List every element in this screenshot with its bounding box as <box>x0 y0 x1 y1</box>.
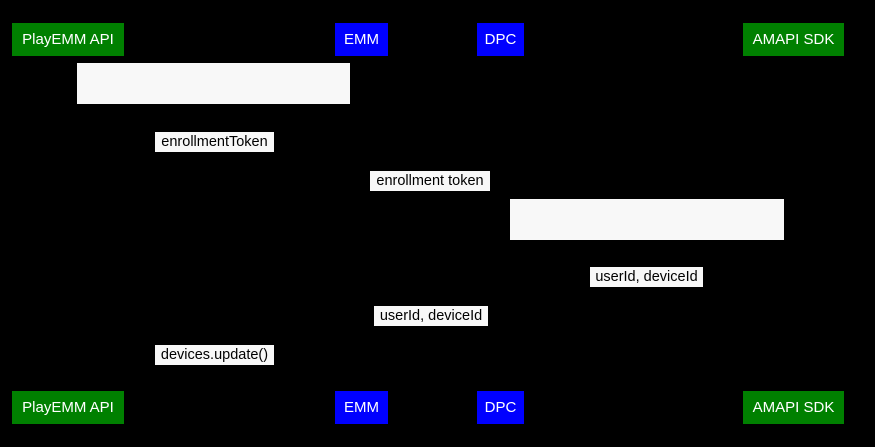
lifeline-amapi <box>793 57 794 390</box>
participant-dpc-top[interactable]: DPC <box>476 22 525 57</box>
participant-label: PlayEMM API <box>22 399 114 416</box>
participant-label: DPC <box>484 399 517 416</box>
message-arrow-1 <box>67 104 361 105</box>
participant-label: AMAPI SDK <box>752 399 835 416</box>
message-arrowhead-4 <box>785 236 793 244</box>
lifeline-playemm <box>67 57 68 390</box>
participant-label: DPC <box>484 31 517 48</box>
message-label-3: enrollment token <box>370 171 490 191</box>
message-label-4-line1: accountSetupClient <box>584 241 710 257</box>
message-label-1-line1: enrollmentTokens.create( <box>132 105 295 121</box>
message-arrow-5 <box>500 287 793 288</box>
message-arrow-7 <box>67 365 361 366</box>
message-arrowhead-7 <box>67 361 75 369</box>
message-label-1: enrollmentTokens.create( enrollmentToken… <box>77 63 350 181</box>
message-label-4-line2: .startAccountSetup(entrollment token) <box>525 301 769 317</box>
participant-label: EMM <box>344 31 379 48</box>
participant-label: AMAPI SDK <box>752 31 835 48</box>
lifeline-dpc <box>500 57 501 390</box>
message-label-5: userId, deviceId <box>590 267 703 287</box>
message-label-7: devices.update() <box>155 345 274 365</box>
participant-playemm-api-top[interactable]: PlayEMM API <box>11 22 125 57</box>
message-arrow-6 <box>361 326 500 327</box>
message-label-1-line2: enrollmentTokenType=userlessDevice) <box>88 165 339 181</box>
participant-amapi-sdk-bottom[interactable]: AMAPI SDK <box>742 390 845 425</box>
message-arrowhead-1 <box>67 100 75 108</box>
message-label-2: enrollmentToken <box>155 132 274 152</box>
participant-amapi-sdk-top[interactable]: AMAPI SDK <box>742 22 845 57</box>
message-arrowhead-6 <box>361 322 369 330</box>
message-label-6: userId, deviceId <box>374 306 488 326</box>
message-arrow-4 <box>500 240 793 241</box>
message-arrowhead-5 <box>500 283 508 291</box>
participant-label: EMM <box>344 399 379 416</box>
message-arrowhead-3 <box>492 187 500 195</box>
lifeline-emm <box>361 57 362 390</box>
message-arrow-3 <box>361 191 500 192</box>
message-arrowhead-2 <box>353 148 361 156</box>
message-arrow-2 <box>67 152 361 153</box>
participant-emm-bottom[interactable]: EMM <box>334 390 389 425</box>
message-label-4: accountSetupClient .startAccountSetup(en… <box>510 199 784 317</box>
participant-emm-top[interactable]: EMM <box>334 22 389 57</box>
participant-playemm-api-bottom[interactable]: PlayEMM API <box>11 390 125 425</box>
participant-dpc-bottom[interactable]: DPC <box>476 390 525 425</box>
participant-label: PlayEMM API <box>22 31 114 48</box>
